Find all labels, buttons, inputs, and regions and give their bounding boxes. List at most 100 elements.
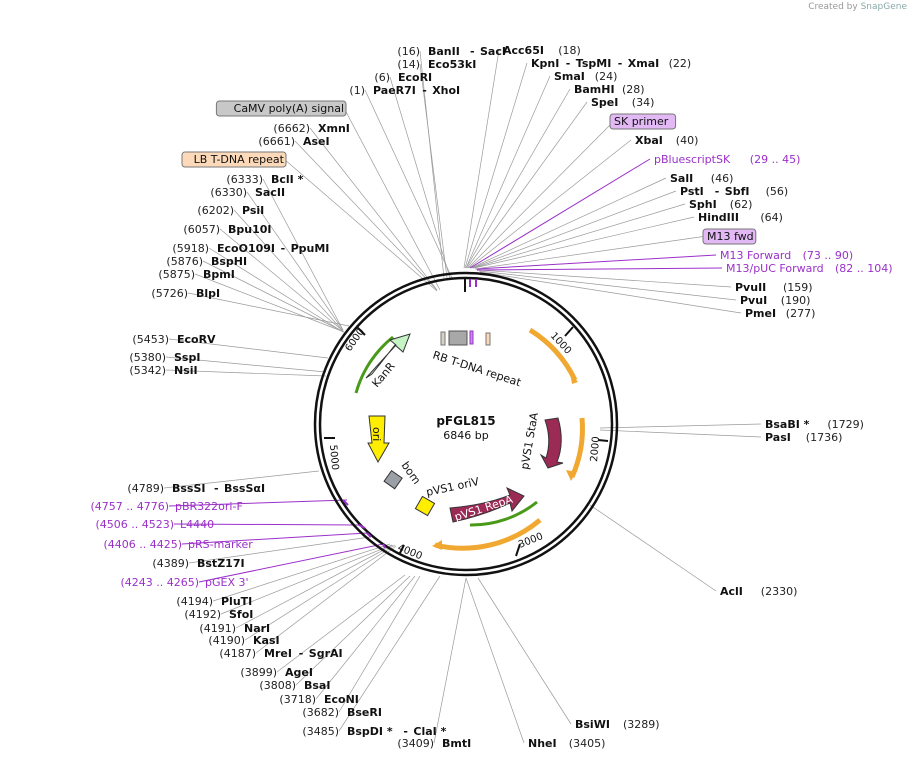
enzyme-name-smai: SmaI <box>554 70 585 83</box>
connector-line <box>246 191 344 331</box>
connector-line <box>233 209 344 332</box>
enzyme-separator: - <box>281 242 286 255</box>
snapgene-credit: Created by SnapGene <box>808 2 907 12</box>
enzyme-position-sphi: (62) <box>730 198 753 211</box>
enzyme-position-kasi: (4190) <box>208 634 245 647</box>
enzyme-name-xmai: XmaI <box>628 57 659 70</box>
connector-line <box>467 120 615 269</box>
connector-line <box>168 338 329 359</box>
connector-line <box>589 504 717 592</box>
enzyme-position-asei: (6661) <box>258 135 295 148</box>
feature-label-bom: bom <box>399 459 424 486</box>
connector-line <box>599 429 762 438</box>
primer-position-l4440: (4506 .. 4523) <box>95 518 174 531</box>
enzyme-position-pvuii: (159) <box>783 281 813 294</box>
enzyme-name-blpi: BlpI <box>196 287 220 300</box>
enzyme-position-bmti: (3409) <box>397 737 434 750</box>
enzyme-name-mrei: MreI <box>264 647 292 660</box>
enzyme-name-nsii: NsiI <box>174 364 198 377</box>
feature-pvs1-staa <box>539 417 564 469</box>
connector-line <box>472 203 686 269</box>
enzyme-position-acli: (2330) <box>761 585 798 598</box>
enzyme-position-bamhi: (28) <box>622 83 645 96</box>
enzyme-name-saci: SacI <box>480 45 506 58</box>
enzyme-position-pvui: (190) <box>781 294 811 307</box>
connector-line <box>599 423 762 429</box>
feature-pvs1-oriv <box>414 495 436 517</box>
connector-line <box>468 139 632 269</box>
connector-line <box>283 158 438 292</box>
enzyme-name-asei: AseI <box>303 135 330 148</box>
enzyme-name-bsphi: BspHI <box>211 255 247 268</box>
enzyme-name-pvuii: PvuII <box>735 281 766 294</box>
enzyme-position-ecorv: (5453) <box>132 333 169 346</box>
connector-line <box>465 577 525 744</box>
primer-name-m13-puc-forward: M13/pUC Forward <box>726 262 824 275</box>
connector-line <box>338 575 421 713</box>
connector-line <box>478 270 737 301</box>
connector-line <box>294 140 438 291</box>
enzyme-position-bsai: (3808) <box>259 679 296 692</box>
backbone-outer <box>313 271 619 577</box>
enzyme-separator: - <box>403 725 408 738</box>
primer-name-pbluescriptsk: pBluescriptSK <box>654 153 731 166</box>
enzyme-name-xbai: XbaI <box>635 134 663 147</box>
primer-position-m13-forward: (73 .. 90) <box>803 249 854 262</box>
plasmid-length: 6846 bp <box>443 429 488 442</box>
feature-label-rb-tdna: RB T-DNA repeat <box>431 348 523 389</box>
connector-line <box>475 254 717 270</box>
primer-name-l4440: L4440 <box>180 518 214 531</box>
enzyme-position-pasi: (1736) <box>806 431 843 444</box>
tick-2000: 2000 <box>589 436 602 462</box>
connector-line <box>465 75 551 269</box>
primer-position-pgex-3: (4243 .. 4265) <box>120 576 199 589</box>
enzyme-name-hindiii: HindIII <box>698 211 739 224</box>
enzyme-position-banii: (16) <box>397 45 420 58</box>
connector-line <box>163 470 320 489</box>
connector-line <box>198 543 384 583</box>
enzyme-name-ecori: EcoRI <box>398 71 432 84</box>
feature-label-kanr: KanR <box>369 360 397 390</box>
enzyme-name-xhoi: XhoI <box>432 84 460 97</box>
enzyme-name-tspmi: TspMI <box>576 57 612 70</box>
connector-line <box>295 575 411 686</box>
enzyme-position-spei: (34) <box>632 96 655 109</box>
enzyme-name-bsssi: BssSI <box>172 482 206 495</box>
feature-box-m13-fwd <box>702 228 757 245</box>
feature-label-pvs1-staa: pVS1 StaA <box>518 411 541 470</box>
enzyme-position-bsabi: (1729) <box>827 418 864 431</box>
enzyme-name-bamhi: BamHI <box>574 83 615 96</box>
connector-line <box>471 190 677 269</box>
enzyme-name-sgrai: SgrAI <box>309 647 343 660</box>
feature-box-sk-primer <box>609 113 677 130</box>
connector-line <box>315 575 416 700</box>
connector-line <box>309 127 438 291</box>
feature-box-lb-t-dna-repeat <box>181 151 287 168</box>
enzyme-position-nhei: (3405) <box>569 737 606 750</box>
orf-green-1 <box>354 335 394 394</box>
label-connector-lines <box>163 49 762 744</box>
connector-line <box>244 544 396 641</box>
enzyme-name-ppumi: PpuMI <box>291 242 330 255</box>
connector-line <box>479 271 742 314</box>
enzyme-position-bsssi: (4789) <box>127 482 164 495</box>
primer-position-pbr322ori-f: (4757 .. 4776) <box>90 500 169 513</box>
enzyme-name-bspdi: BspDI * <box>347 725 393 738</box>
enzyme-position-bcli: (6333) <box>226 173 263 186</box>
enzyme-position-sacii: (6330) <box>210 186 247 199</box>
enzyme-position-eco53ki: (14) <box>397 58 420 71</box>
feature-label-pvs1-oriv: pVS1 oriV <box>425 475 481 499</box>
backbone-inner <box>318 276 614 572</box>
enzyme-name-sali: SalI <box>670 172 693 185</box>
connector-line <box>343 107 441 291</box>
connector-line <box>194 273 345 333</box>
connector-line <box>188 536 371 564</box>
enzyme-name-bsiwi: BsiWI <box>575 718 610 731</box>
enzyme-position-ecoo109i: (5918) <box>172 242 209 255</box>
enzyme-name-sfoi: SfoI <box>229 608 253 621</box>
enzyme-position-sali: (46) <box>711 172 734 185</box>
connector-line <box>181 532 368 545</box>
enzyme-position-xmni: (6662) <box>273 122 310 135</box>
enzyme-name-pasi: PasI <box>765 431 791 444</box>
